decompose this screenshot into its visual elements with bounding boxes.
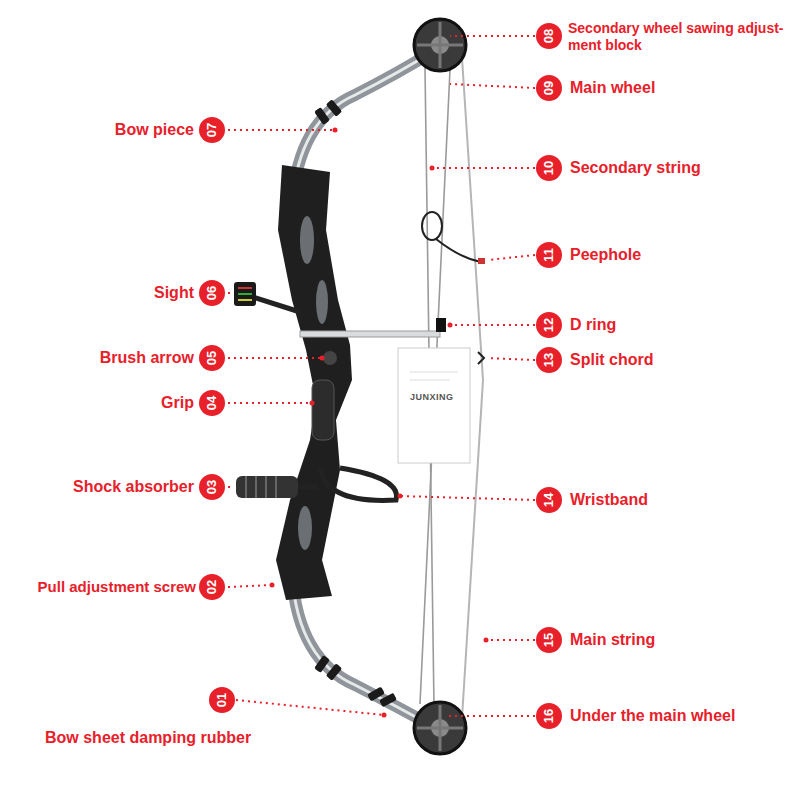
- brush-arrow-rest: [323, 351, 337, 365]
- part-name: Shock absorber: [73, 477, 194, 497]
- callout-number: 03: [199, 474, 225, 500]
- wristband: [320, 468, 397, 500]
- part-name: Sight: [154, 283, 194, 303]
- peephole-tube: [436, 239, 481, 262]
- riser-cutout: [298, 506, 312, 550]
- callout-number: 11: [536, 242, 562, 268]
- part-name: Main wheel: [570, 78, 655, 98]
- shock-absorber: [236, 476, 318, 498]
- tag-line: [410, 372, 458, 373]
- riser: [276, 165, 352, 600]
- peephole-sight: [478, 258, 485, 264]
- callout-number: 04: [199, 390, 225, 416]
- callout-number: 05: [199, 345, 225, 371]
- part-name: D ring: [570, 315, 616, 335]
- part-name: Brush arrow: [100, 348, 194, 368]
- callout-number: 16: [536, 703, 562, 729]
- tag-line: [410, 380, 450, 381]
- riser-cutout: [316, 280, 328, 324]
- callout-number: 08: [536, 23, 562, 49]
- callout-number: 07: [199, 117, 225, 143]
- callout-number: 09: [536, 75, 562, 101]
- callout-number: 06: [199, 280, 225, 306]
- callout-number: 14: [536, 487, 562, 513]
- part-name: Peephole: [570, 245, 641, 265]
- part-name: Bow piece: [115, 120, 194, 140]
- callout-number: 01: [209, 687, 235, 713]
- callout-number: 13: [536, 347, 562, 373]
- main-wheel: [414, 19, 466, 71]
- part-name: Secondary wheel sawing adjust- ment bloc…: [568, 20, 790, 54]
- sight: [234, 282, 300, 312]
- callout-number: 12: [536, 312, 562, 338]
- leader-dots: [270, 128, 489, 718]
- callout-number: 02: [199, 574, 225, 600]
- product-tag: [398, 348, 470, 463]
- part-name: Grip: [161, 393, 194, 413]
- part-name: Secondary string: [570, 158, 701, 178]
- lower-main-wheel: [414, 702, 466, 754]
- riser-cutout: [300, 216, 314, 264]
- part-name: Split chord: [570, 350, 654, 370]
- part-name: Bow sheet damping rubber: [45, 728, 251, 748]
- part-name: Pull adjustment screw: [38, 577, 196, 597]
- part-name: Wristband: [570, 490, 648, 510]
- arrow-rest-bar: [300, 331, 440, 337]
- part-name: Main string: [570, 630, 655, 650]
- callout-number: 10: [536, 155, 562, 181]
- brand-text: JUNXING: [410, 392, 454, 402]
- leader-lines: [228, 36, 535, 716]
- callout-number: 15: [536, 627, 562, 653]
- grip: [312, 380, 334, 440]
- part-name: Under the main wheel: [570, 706, 735, 726]
- peephole: [422, 212, 442, 240]
- d-ring: [436, 318, 446, 332]
- split-chord: [478, 352, 484, 364]
